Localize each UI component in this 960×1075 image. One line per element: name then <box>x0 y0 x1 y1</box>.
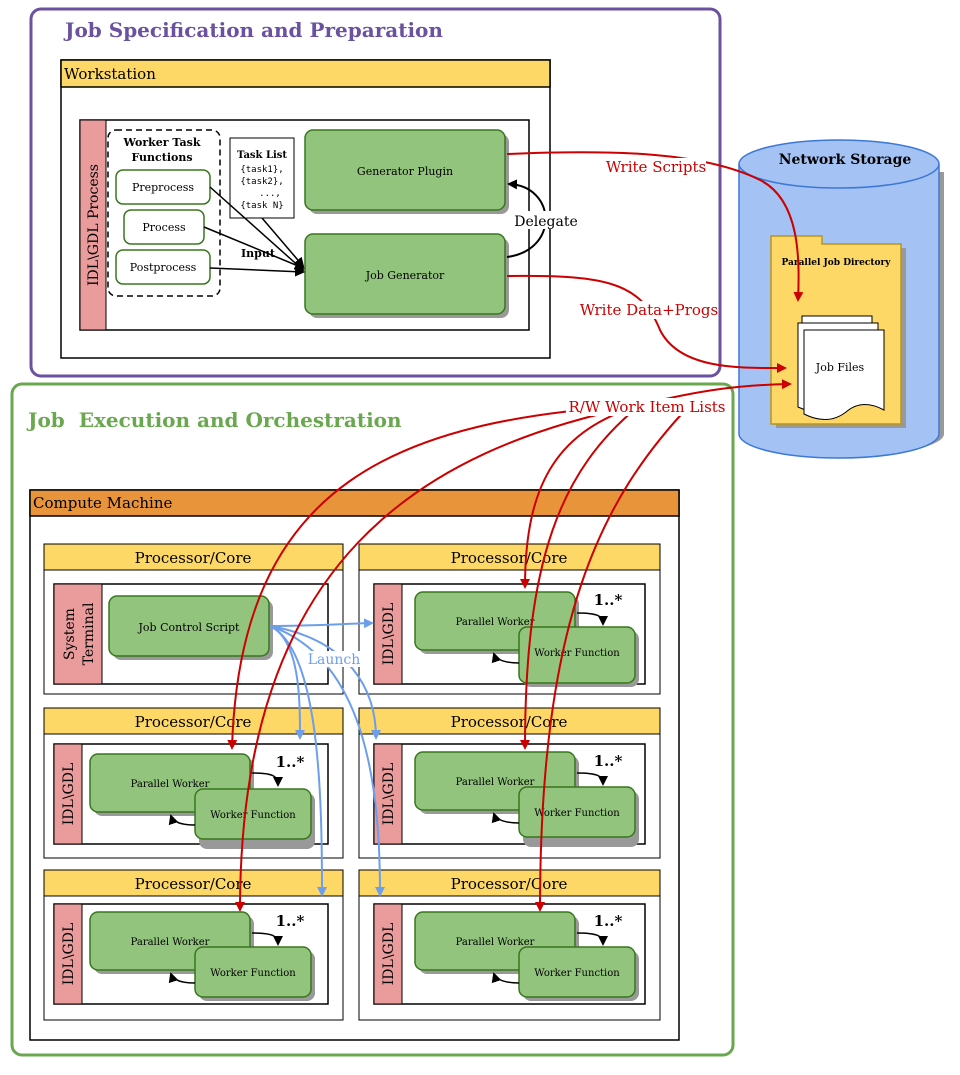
worker-function-label: Worker Function <box>210 968 296 979</box>
core-title: Processor/Core <box>451 549 568 567</box>
postprocess-label: Postprocess <box>130 261 197 274</box>
input-arrow-process <box>203 226 305 270</box>
postprocess-box <box>115 249 211 285</box>
task-list-item: {task2}, <box>240 177 283 187</box>
worker-function-label: Worker Function <box>534 808 620 819</box>
core-worker-mid-right: Processor/Core IDL\GDL Parallel Worker W… <box>358 707 661 859</box>
core-title: Processor/Core <box>135 875 252 893</box>
terminal-label-2: Terminal <box>81 602 97 665</box>
worker-task-functions-title-2: Functions <box>131 151 192 164</box>
multiplicity-label: 1..* <box>594 912 623 930</box>
idl-label: IDL\GDL <box>61 763 77 825</box>
write-data-progs-label: Write Data+Progs <box>580 301 719 319</box>
compute-machine-title: Compute Machine <box>33 494 172 512</box>
core-title: Processor/Core <box>135 549 252 567</box>
write-data-progs-arrow <box>506 274 787 374</box>
input-arrow-tasklist <box>261 217 305 268</box>
task-list-item: {task N} <box>240 201 283 211</box>
workstation-header <box>60 59 551 88</box>
idl-label: IDL\GDL <box>381 763 397 825</box>
job-directory-label: Parallel Job Directory <box>781 258 891 268</box>
job-files-icon <box>803 329 885 420</box>
worker-task-functions-group <box>107 129 221 297</box>
write-scripts-arrow <box>506 151 804 302</box>
task-list-title: Task List <box>237 150 287 161</box>
worker-function-box <box>518 626 636 684</box>
idl-label: IDL\GDL <box>381 603 397 665</box>
launch-arrows <box>269 618 385 897</box>
input-arrow-postprocess <box>209 266 305 277</box>
terminal-label: System <box>62 608 78 660</box>
parallel-worker-label: Parallel Worker <box>131 779 210 790</box>
multiplicity-label: 1..* <box>276 912 305 930</box>
process-label: Process <box>142 221 186 234</box>
rw-arrow-mid-right <box>520 404 641 750</box>
task-list-box <box>229 137 295 219</box>
rw-work-items-label: R/W Work Item Lists <box>569 398 726 416</box>
preprocess-label: Preprocess <box>132 181 194 194</box>
worker-task-functions-title: Worker Task <box>123 136 201 149</box>
spec-group-frame <box>29 7 722 378</box>
parallel-worker-label: Parallel Worker <box>456 777 535 788</box>
write-scripts-label: Write Scripts <box>606 158 706 176</box>
worker-function-box <box>518 786 636 838</box>
spec-group-title: Job Specification and Preparation <box>63 18 443 42</box>
core-worker-bottom-right: Processor/Core IDL\GDL Parallel Worker W… <box>358 869 661 1021</box>
delegate-label: Delegate <box>514 214 578 230</box>
job-control-script-box <box>108 595 270 657</box>
job-control-script-label: Job Control Script <box>138 621 241 634</box>
exec-group-frame <box>10 382 735 1057</box>
worker-function-box <box>518 946 636 998</box>
rw-arrow-bottom-right <box>535 404 691 912</box>
exec-group-title: Job Execution and Orchestration <box>26 408 402 432</box>
compute-machine-header <box>29 489 680 517</box>
generator-plugin-box <box>304 129 506 211</box>
launch-label: Launch <box>308 652 361 668</box>
parallel-worker-label: Parallel Worker <box>131 937 210 948</box>
job-files-label: Job Files <box>815 361 865 374</box>
idl-process-sidebar <box>79 119 107 331</box>
workstation-title: Workstation <box>64 65 156 83</box>
rw-arrow-mid-left <box>227 404 641 750</box>
parallel-worker-label: Parallel Worker <box>456 617 535 628</box>
job-generator-box <box>304 233 506 315</box>
input-label: Input <box>241 247 276 260</box>
idl-label: IDL\GDL <box>381 923 397 985</box>
core-title: Processor/Core <box>451 875 568 893</box>
core-title: Processor/Core <box>451 713 568 731</box>
worker-function-label: Worker Function <box>210 810 296 821</box>
core-title: Processor/Core <box>135 713 252 731</box>
worker-function-box <box>194 788 312 840</box>
network-storage-title: Network Storage <box>779 152 912 168</box>
core-worker-mid-left: Processor/Core IDL\GDL Parallel Worker W… <box>43 707 344 859</box>
idl-process-label: IDL\GDL Process <box>86 164 102 286</box>
idl-label: IDL\GDL <box>61 923 77 985</box>
core-terminal: Processor/Core System Terminal Job Contr… <box>43 543 344 695</box>
task-list-item: ..., <box>259 189 281 199</box>
worker-function-label: Worker Function <box>534 648 620 659</box>
multiplicity-label: 1..* <box>594 752 623 770</box>
input-arrow-preprocess <box>209 186 305 272</box>
rw-arrow-bottom-left <box>235 404 641 912</box>
multiplicity-label: 1..* <box>594 591 623 609</box>
task-list-item: {task1}, <box>240 165 283 175</box>
core-worker-bottom-left: Processor/Core IDL\GDL Parallel Worker W… <box>43 869 344 1021</box>
multiplicity-label: 1..* <box>276 753 305 771</box>
generator-plugin-label: Generator Plugin <box>357 165 453 178</box>
core-worker-top-right: Processor/Core IDL\GDL Parallel Worker W… <box>358 543 661 695</box>
job-generator-label: Job Generator <box>365 269 445 282</box>
worker-function-box <box>194 946 312 998</box>
worker-function-label: Worker Function <box>534 968 620 979</box>
parallel-worker-label: Parallel Worker <box>456 937 535 948</box>
